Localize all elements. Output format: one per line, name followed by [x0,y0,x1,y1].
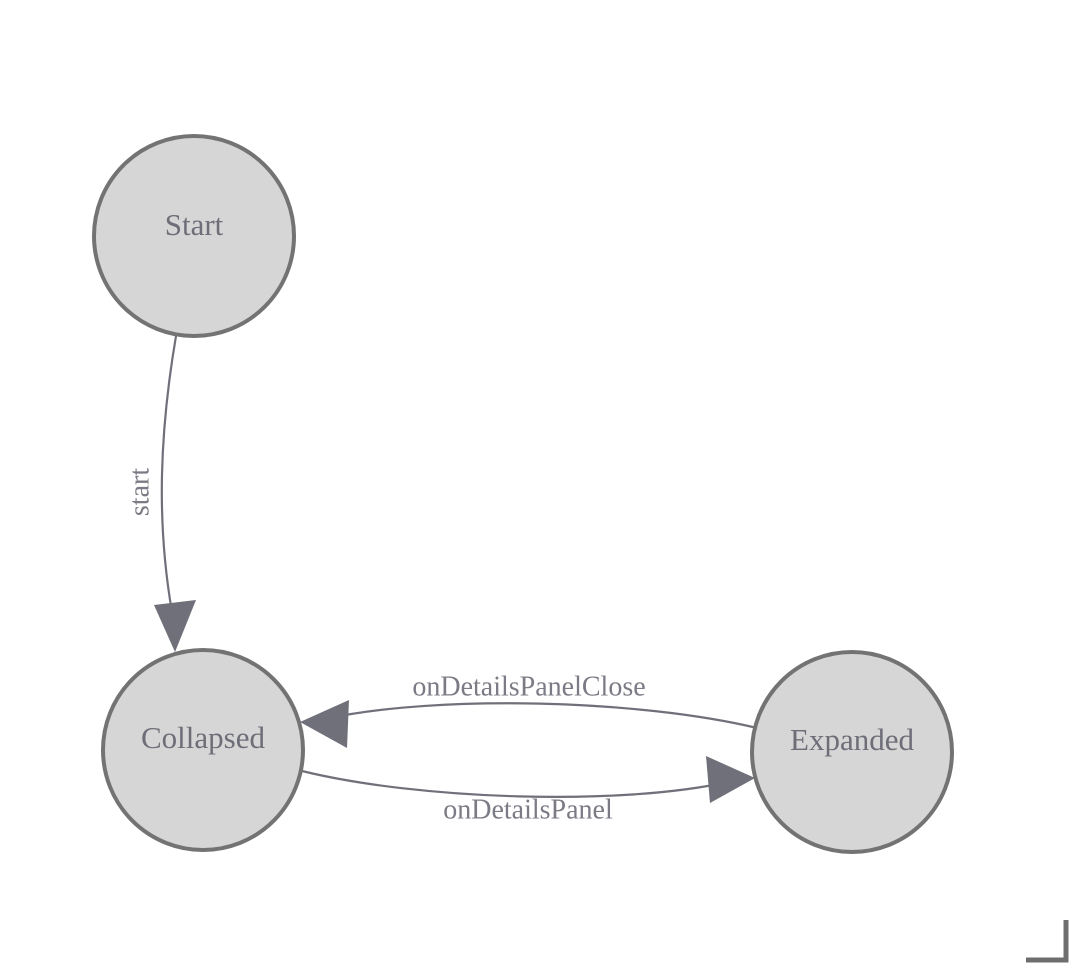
resize-corner-mark-path [1026,920,1069,963]
edge-expanded-to-collapsed[interactable]: onDetailsPanelClose [300,671,759,748]
edge-start-to-collapsed[interactable]: start [124,334,196,652]
edge-start-to-collapsed-arrowhead [154,600,196,652]
edge-label-on-details-panel-close: onDetailsPanelClose [412,671,645,702]
node-collapsed-circle [101,648,305,852]
node-collapsed-label: Collapsed [141,720,265,755]
node-start-circle [92,134,296,338]
edge-collapsed-to-expanded-arrowhead [706,756,755,803]
node-expanded-label: Expanded [790,722,914,757]
node-expanded-circle [750,650,954,854]
edge-expanded-to-collapsed-path [323,702,759,730]
edge-collapsed-to-expanded-path [300,769,730,798]
edge-label-start: start [124,468,155,516]
node-start[interactable]: Start [92,134,296,338]
node-start-label: Start [165,207,224,242]
resize-corner-mark[interactable] [1026,920,1069,963]
edge-collapsed-to-expanded[interactable]: onDetailsPanel [300,756,755,825]
edge-expanded-to-collapsed-arrowhead [300,700,349,748]
edge-label-on-details-panel: onDetailsPanel [443,794,613,825]
edge-start-to-collapsed-path [160,334,178,614]
node-collapsed[interactable]: Collapsed [101,648,305,852]
node-expanded[interactable]: Expanded [750,650,954,854]
